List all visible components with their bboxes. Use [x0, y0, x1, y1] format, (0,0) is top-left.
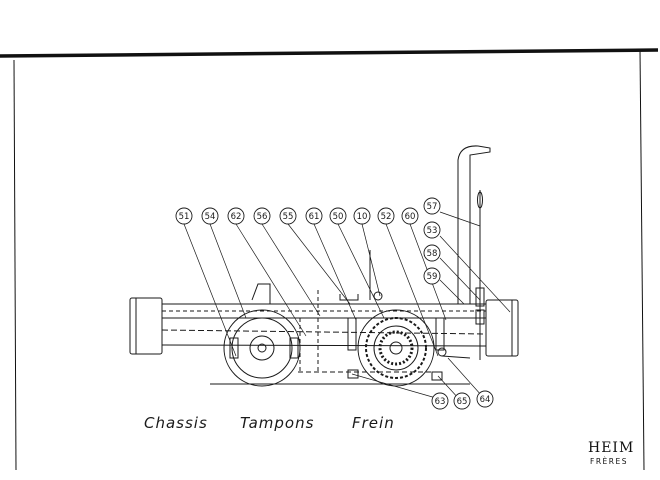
leader-lines [183, 211, 511, 401]
left-buffer [129, 297, 163, 355]
left-wheel [223, 309, 301, 387]
callout-54: 54 [205, 212, 216, 222]
brake-column [457, 145, 491, 304]
chassis-drawing [129, 145, 519, 387]
callout-bubbles [175, 197, 494, 410]
brand-name: HEIM [588, 440, 634, 456]
callout-50: 50 [333, 212, 344, 222]
caption-chassis: Chassis [144, 414, 208, 432]
right-border [639, 49, 645, 471]
caption-tampons: Tampons [240, 414, 314, 432]
callout-65: 65 [457, 397, 468, 407]
callout-64: 64 [480, 395, 491, 405]
right-wheel [357, 309, 435, 387]
callout-62: 62 [231, 212, 242, 222]
callout-61: 61 [309, 212, 320, 222]
callout-57: 57 [427, 202, 438, 212]
right-buffer [485, 299, 519, 357]
callout-63: 63 [435, 397, 446, 407]
callout-60: 60 [405, 212, 416, 222]
callout-51: 51 [179, 212, 190, 222]
callout-10: 10 [357, 212, 368, 222]
callout-58: 58 [427, 249, 438, 259]
left-border [13, 59, 17, 471]
caption-frein: Frein [352, 414, 395, 432]
callout-52: 52 [381, 212, 392, 222]
brand-sub: FRÈRES [590, 457, 628, 466]
callout-53: 53 [427, 226, 438, 236]
callout-59: 59 [427, 272, 438, 282]
callout-56: 56 [257, 212, 268, 222]
top-border [0, 48, 659, 58]
callout-55: 55 [283, 212, 294, 222]
